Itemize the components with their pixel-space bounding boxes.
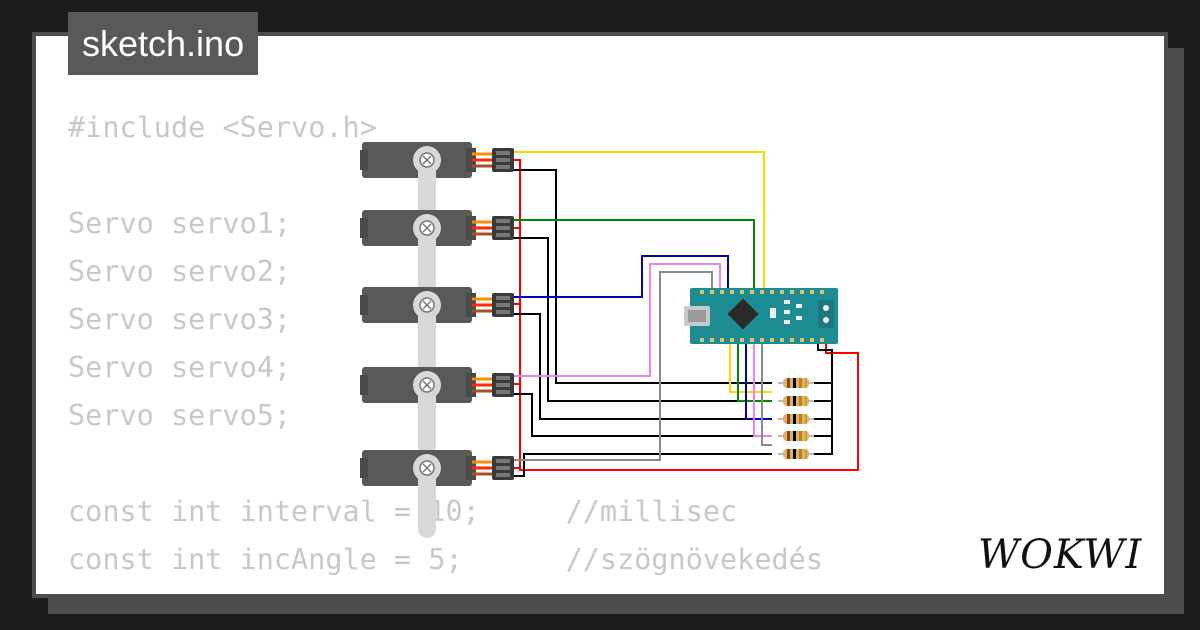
servo-5[interactable] — [358, 448, 516, 540]
servo-2[interactable] — [358, 208, 516, 300]
resistor-1[interactable] — [777, 377, 815, 389]
signal-wire-yellow — [512, 151, 765, 290]
wokwi-logo: WOKWI — [978, 532, 1142, 578]
file-name-tab[interactable]: sketch.ino — [68, 12, 259, 75]
signal-wire-gray — [512, 271, 713, 461]
signal-wire-blue — [512, 255, 729, 298]
servo-4[interactable] — [358, 365, 516, 457]
code-line: Servo servo5; — [68, 399, 292, 432]
code-line: Servo servo4; — [68, 351, 292, 384]
resistor-4[interactable] — [777, 430, 815, 442]
code-line: const int analogPins[] = {A0, A1, A2, A3… — [68, 584, 995, 594]
code-editor[interactable]: #include <Servo.h> Servo servo1; Servo ser… — [68, 104, 995, 594]
signal-wire-violet — [512, 263, 721, 377]
code-line: #include <Servo.h> — [68, 111, 377, 144]
code-line: const int interval = 10; //millisec — [68, 495, 738, 528]
code-line: const int incAngle = 5; //szögnövekedés — [68, 543, 823, 576]
wokwi-logo-text: WOKWI — [978, 532, 1142, 578]
code-panel: #include <Servo.h> Servo servo1; Servo ser… — [32, 32, 1168, 598]
code-line: Servo servo2; — [68, 255, 292, 288]
resistor-5[interactable] — [777, 448, 815, 460]
signal-wire-green — [512, 219, 755, 290]
analog-wires — [729, 340, 772, 446]
arduino-nano-board[interactable] — [684, 288, 838, 344]
servo-3[interactable] — [358, 285, 516, 377]
code-line: Servo servo3; — [68, 303, 292, 336]
code-line: Servo servo1; — [68, 207, 292, 240]
resistor-2[interactable] — [777, 395, 815, 407]
resistor-3[interactable] — [777, 413, 815, 425]
